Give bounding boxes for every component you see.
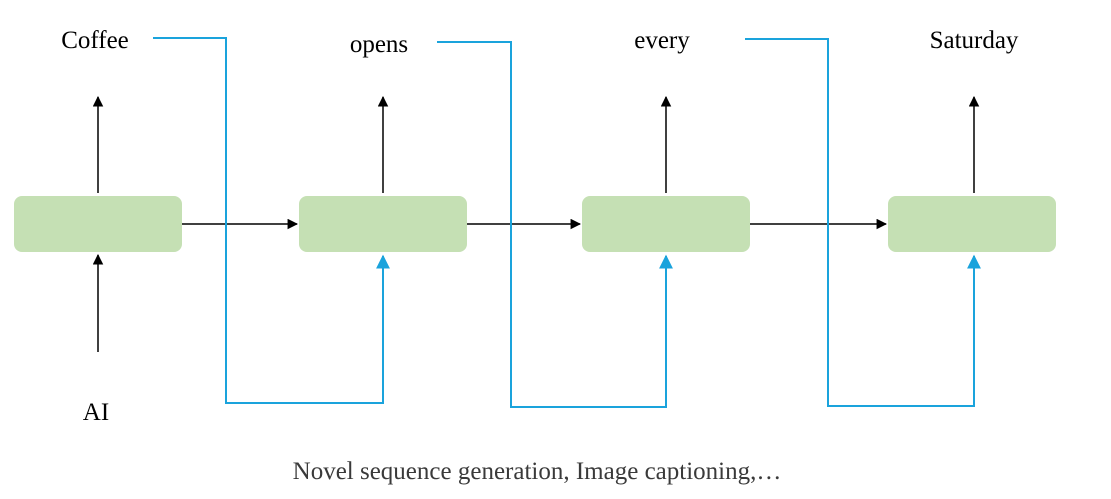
output-word-1: Coffee: [61, 27, 129, 54]
feedback-path-2: [437, 41, 673, 408]
rnn-cell-4: [888, 196, 1056, 252]
rnn-cell-1: [14, 196, 182, 252]
output-word-4: Saturday: [930, 27, 1019, 54]
rnn-cell-3: [582, 196, 750, 252]
caption: Novel sequence generation, Image caption…: [293, 458, 782, 485]
output-word-2: opens: [350, 31, 408, 58]
output-word-3: every: [634, 27, 690, 54]
feedback-path-1: [153, 37, 390, 404]
input-word: AI: [83, 399, 109, 426]
rnn-cell-2: [299, 196, 467, 252]
feedback-path-3: [745, 38, 981, 407]
